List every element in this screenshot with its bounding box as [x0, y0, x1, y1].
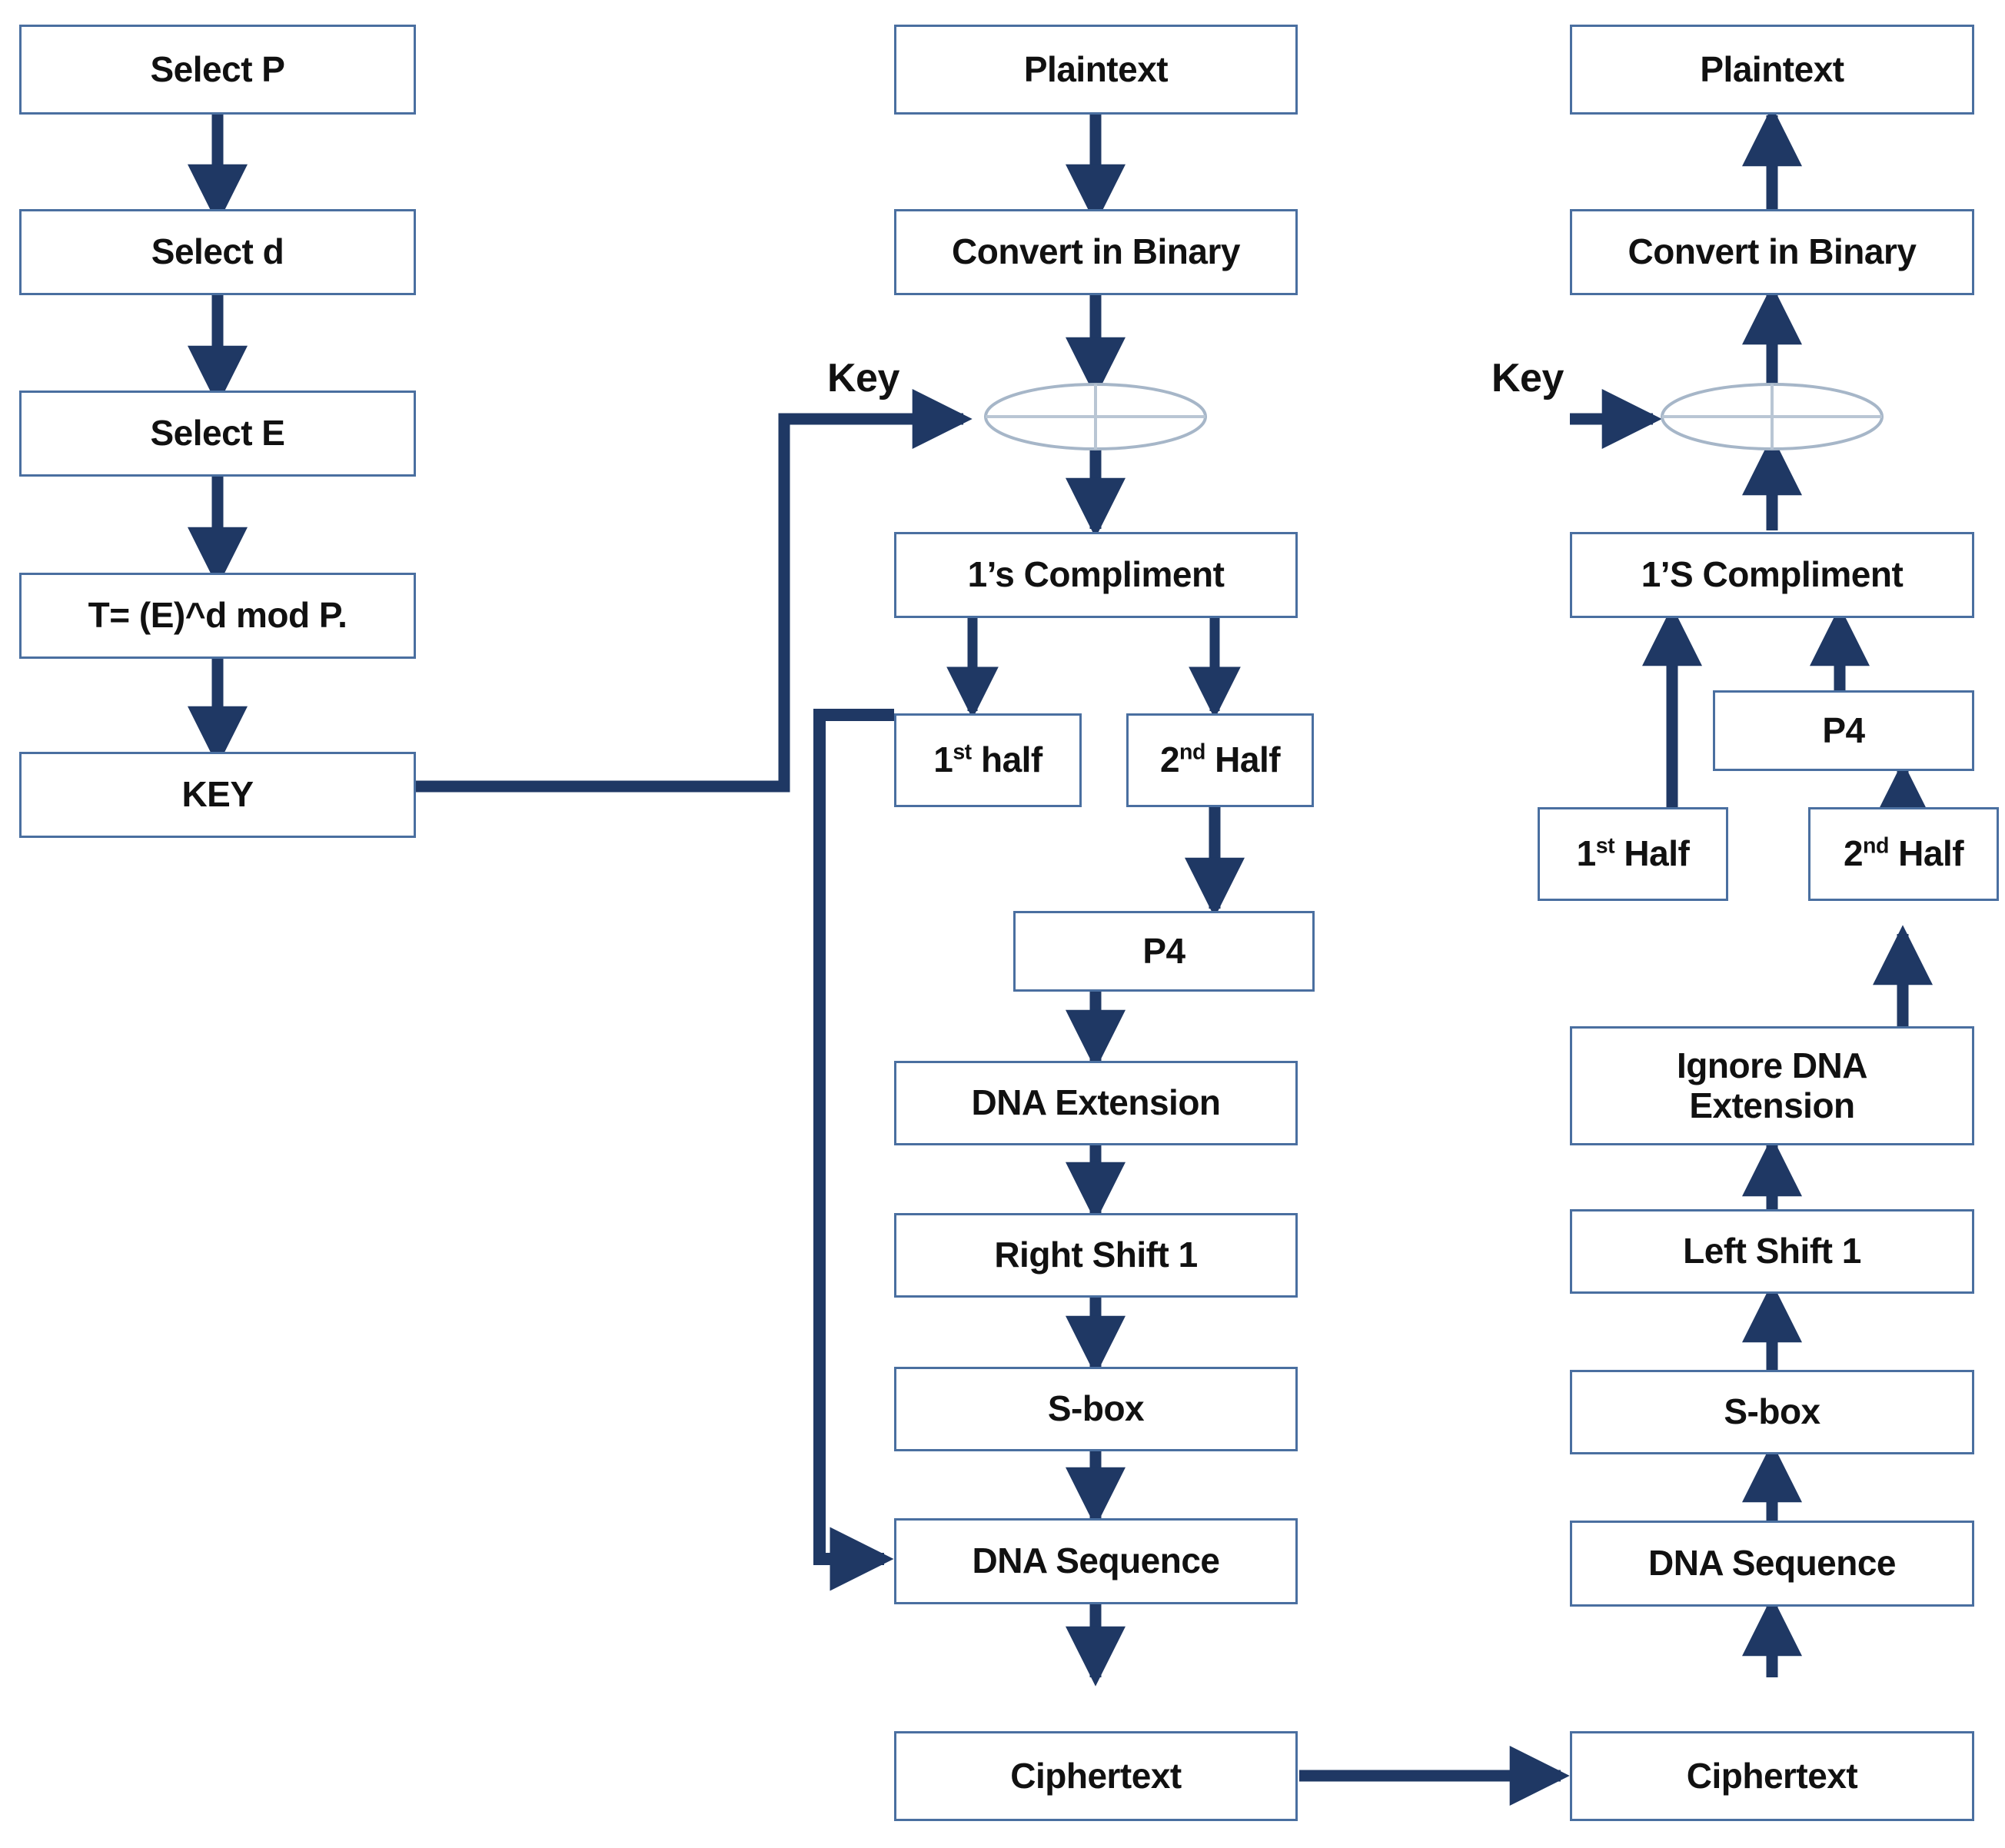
node-dec-ones-compliment[interactable]: 1’S Compliment	[1570, 532, 1974, 618]
node-enc-dna-extension-label: DNA Extension	[971, 1082, 1221, 1123]
node-enc-right-shift-label: Right Shift 1	[994, 1235, 1198, 1275]
node-select-p[interactable]: Select P	[19, 25, 416, 115]
node-enc-ciphertext[interactable]: Ciphertext	[894, 1731, 1298, 1821]
node-dec-ones-compliment-label: 1’S Compliment	[1641, 554, 1904, 595]
node-dec-plaintext-label: Plaintext	[1700, 48, 1844, 89]
node-dec-first-half-label: 1st Half	[1576, 833, 1690, 874]
dec-key-label: Key	[1491, 356, 1564, 401]
node-dec-convert-binary-label: Convert in Binary	[1628, 231, 1917, 272]
node-enc-ones-compliment-label: 1’s Compliment	[967, 554, 1225, 595]
enc-second-half-num: 2	[1159, 740, 1180, 780]
node-dec-sbox-label: S-box	[1724, 1391, 1820, 1432]
node-enc-ciphertext-label: Ciphertext	[1010, 1755, 1182, 1796]
node-select-e[interactable]: Select E	[19, 391, 416, 477]
node-enc-dna-sequence-label: DNA Sequence	[972, 1541, 1220, 1581]
dec-second-half-rest: Half	[1888, 833, 1964, 874]
node-dec-p4-label: P4	[1822, 710, 1865, 750]
node-dec-p4[interactable]: P4	[1713, 690, 1974, 771]
dec-first-half-sup: st	[1595, 833, 1615, 859]
enc-first-half-rest: half	[971, 740, 1042, 780]
node-dec-second-half[interactable]: 2nd Half	[1808, 807, 1999, 901]
node-enc-convert-binary[interactable]: Convert in Binary	[894, 209, 1298, 295]
node-enc-sbox-label: S-box	[1047, 1388, 1145, 1429]
node-select-d-label: Select d	[151, 231, 284, 272]
node-enc-second-half[interactable]: 2nd Half	[1126, 713, 1314, 807]
enc-second-half-rest: Half	[1205, 740, 1281, 780]
node-dec-dna-sequence-label: DNA Sequence	[1648, 1543, 1897, 1584]
node-select-p-label: Select P	[150, 48, 286, 89]
node-dec-ignore-dna-extension[interactable]: Ignore DNA Extension	[1570, 1026, 1974, 1145]
dec-xor-symbol	[1661, 383, 1884, 450]
node-t-formula[interactable]: T= (E)^d mod P.	[19, 573, 416, 659]
node-t-formula-label: T= (E)^d mod P.	[88, 595, 347, 636]
dec-first-half-num: 1	[1576, 833, 1597, 874]
node-enc-second-half-label: 2nd Half	[1159, 740, 1281, 780]
node-dec-ignore-dna-extension-line2: Extension	[1689, 1085, 1855, 1125]
node-dec-first-half[interactable]: 1st Half	[1538, 807, 1728, 901]
enc-first-half-sup: st	[953, 740, 972, 765]
node-enc-first-half-label: 1st half	[933, 740, 1042, 780]
node-enc-plaintext[interactable]: Plaintext	[894, 25, 1298, 115]
enc-second-half-sup: nd	[1179, 740, 1205, 765]
node-enc-convert-binary-label: Convert in Binary	[952, 231, 1240, 272]
node-key-label: KEY	[181, 774, 254, 815]
dec-second-half-num: 2	[1843, 833, 1864, 874]
dec-first-half-rest: Half	[1614, 833, 1690, 874]
node-dec-ciphertext[interactable]: Ciphertext	[1570, 1731, 1974, 1821]
edge-enc-first-half-to-dna-sequence	[813, 709, 894, 1591]
node-dec-sbox[interactable]: S-box	[1570, 1370, 1974, 1454]
enc-key-label: Key	[827, 356, 899, 401]
dec-second-half-sup: nd	[1863, 833, 1889, 859]
node-dec-ciphertext-label: Ciphertext	[1686, 1755, 1858, 1796]
node-dec-ignore-dna-extension-line1: Ignore DNA	[1677, 1045, 1868, 1085]
node-dec-convert-binary[interactable]: Convert in Binary	[1570, 209, 1974, 295]
enc-first-half-num: 1	[933, 740, 953, 780]
node-enc-ones-compliment[interactable]: 1’s Compliment	[894, 532, 1298, 618]
node-enc-p4-label: P4	[1142, 930, 1185, 971]
node-dec-second-half-label: 2nd Half	[1843, 833, 1964, 874]
node-enc-dna-extension[interactable]: DNA Extension	[894, 1061, 1298, 1145]
node-enc-p4[interactable]: P4	[1013, 911, 1315, 992]
node-enc-sbox[interactable]: S-box	[894, 1367, 1298, 1451]
node-enc-dna-sequence[interactable]: DNA Sequence	[894, 1518, 1298, 1604]
node-enc-first-half[interactable]: 1st half	[894, 713, 1082, 807]
node-select-d[interactable]: Select d	[19, 209, 416, 295]
node-dec-dna-sequence[interactable]: DNA Sequence	[1570, 1521, 1974, 1607]
node-dec-plaintext[interactable]: Plaintext	[1570, 25, 1974, 115]
node-key[interactable]: KEY	[19, 752, 416, 838]
node-dec-left-shift[interactable]: Left Shift 1	[1570, 1209, 1974, 1294]
node-dec-left-shift-label: Left Shift 1	[1683, 1231, 1861, 1271]
node-enc-plaintext-label: Plaintext	[1023, 48, 1169, 89]
node-select-e-label: Select E	[150, 413, 286, 454]
edge-key-to-enc-xor	[415, 389, 973, 793]
node-enc-right-shift[interactable]: Right Shift 1	[894, 1213, 1298, 1298]
enc-xor-symbol	[984, 383, 1207, 450]
